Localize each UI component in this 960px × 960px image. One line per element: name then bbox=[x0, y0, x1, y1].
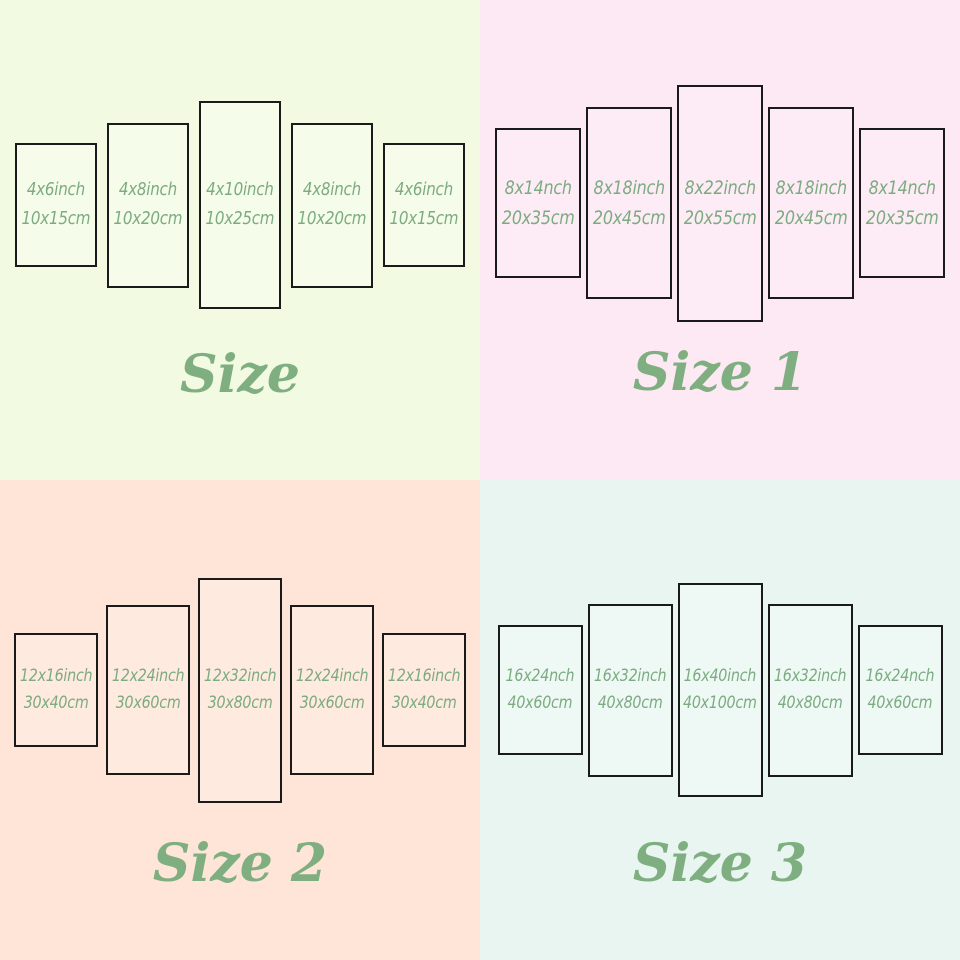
panel-size-label: 12x16inch 30x40cm bbox=[387, 663, 461, 717]
panel-size-inch: 12x24inch bbox=[295, 665, 369, 686]
size-title: Size 2 bbox=[152, 833, 328, 894]
panel-size-cm: 40x80cm bbox=[597, 693, 663, 713]
panel-size-label: 12x16inch 30x40cm bbox=[19, 663, 93, 717]
quadrant-size-2: 12x16inch 30x40cm 12x24inch 30x60cm 12x3… bbox=[0, 480, 480, 960]
panel-size-label: 16x24nch 40x60cm bbox=[866, 663, 935, 717]
panel-size-inch: 8x14nch bbox=[504, 176, 572, 199]
panel-size-cm: 10x15cm bbox=[389, 208, 459, 229]
panel-size-label: 4x8inch 10x20cm bbox=[298, 176, 367, 234]
panel-size-label: 8x14nch 20x35cm bbox=[866, 173, 939, 234]
panel-size-cm: 30x60cm bbox=[115, 693, 181, 713]
panel-size-inch: 8x22inch bbox=[684, 176, 756, 199]
panel-size-label: 16x32inch 40x80cm bbox=[773, 663, 847, 717]
panel-size-cm: 20x35cm bbox=[501, 207, 575, 229]
canvas-panel: 12x16inch 30x40cm bbox=[382, 633, 466, 747]
canvas-panel: 16x24nch 40x60cm bbox=[497, 625, 583, 755]
panel-size-label: 16x32inch 40x80cm bbox=[593, 663, 667, 717]
panel-size-inch: 4x8inch bbox=[302, 179, 362, 201]
panel-size-cm: 10x20cm bbox=[113, 208, 183, 229]
panel-size-inch: 16x24nch bbox=[865, 665, 935, 686]
panel-size-label: 4x10inch 10x25cm bbox=[206, 176, 275, 234]
quadrant-size-3: 16x24nch 40x60cm 16x32inch 40x80cm 16x40… bbox=[480, 480, 960, 960]
panel-size-inch: 16x32inch bbox=[593, 665, 667, 686]
panel-size-cm: 10x15cm bbox=[21, 208, 91, 229]
panel-group: 4x6inch 10x15cm 4x8inch 10x20cm 4x10inch… bbox=[0, 0, 480, 410]
panel-size-label: 8x22inch 20x55cm bbox=[684, 173, 757, 234]
panel-size-inch: 8x18inch bbox=[593, 176, 665, 199]
quadrant-size: 4x6inch 10x15cm 4x8inch 10x20cm 4x10inch… bbox=[0, 0, 480, 480]
canvas-panel: 16x32inch 40x80cm bbox=[767, 603, 853, 777]
panel-size-label: 4x6inch 10x15cm bbox=[22, 176, 91, 234]
panel-size-cm: 40x60cm bbox=[867, 693, 933, 713]
panel-size-inch: 8x14nch bbox=[868, 176, 936, 199]
panel-size-cm: 20x45cm bbox=[592, 207, 666, 229]
panel-size-label: 16x40inch 40x100cm bbox=[683, 663, 757, 717]
canvas-panel: 4x6inch 10x15cm bbox=[15, 143, 97, 267]
panel-size-cm: 30x40cm bbox=[391, 693, 457, 713]
panel-size-inch: 4x10inch bbox=[206, 179, 274, 201]
panel-group: 16x24nch 40x60cm 16x32inch 40x80cm 16x40… bbox=[480, 480, 960, 900]
canvas-panel: 4x8inch 10x20cm bbox=[107, 122, 189, 288]
panel-size-label: 16x24nch 40x60cm bbox=[506, 663, 575, 717]
size-title: Size bbox=[180, 344, 300, 405]
canvas-panel: 4x6inch 10x15cm bbox=[383, 143, 465, 267]
canvas-panel: 8x22inch 20x55cm bbox=[677, 84, 763, 322]
canvas-panel: 16x40inch 40x100cm bbox=[677, 583, 763, 797]
panel-size-label: 12x32inch 30x80cm bbox=[203, 663, 277, 717]
panel-size-cm: 30x40cm bbox=[23, 693, 89, 713]
canvas-panel: 4x10inch 10x25cm bbox=[199, 101, 281, 309]
canvas-panel: 16x32inch 40x80cm bbox=[587, 603, 673, 777]
panel-size-label: 8x14nch 20x35cm bbox=[502, 173, 575, 234]
size-title: Size 3 bbox=[632, 833, 808, 894]
canvas-panel: 8x14nch 20x35cm bbox=[859, 128, 945, 278]
panel-size-inch: 16x32inch bbox=[773, 665, 847, 686]
panel-group: 12x16inch 30x40cm 12x24inch 30x60cm 12x3… bbox=[0, 480, 480, 900]
canvas-panel: 12x24inch 30x60cm bbox=[290, 605, 374, 775]
panel-size-inch: 4x6inch bbox=[394, 179, 454, 201]
panel-size-inch: 12x24inch bbox=[111, 665, 185, 686]
size-title: Size 1 bbox=[632, 342, 808, 403]
panel-size-cm: 20x35cm bbox=[865, 207, 939, 229]
panel-size-inch: 12x16inch bbox=[387, 665, 461, 686]
canvas-panel: 12x32inch 30x80cm bbox=[198, 577, 282, 803]
panel-size-cm: 40x80cm bbox=[777, 693, 843, 713]
panel-size-label: 8x18inch 20x45cm bbox=[775, 173, 848, 234]
quadrant-size-1: 8x14nch 20x35cm 8x18inch 20x45cm 8x22inc… bbox=[480, 0, 960, 480]
panel-size-inch: 4x6inch bbox=[26, 179, 86, 201]
canvas-panel: 8x18inch 20x45cm bbox=[768, 107, 854, 299]
panel-size-inch: 12x16inch bbox=[19, 665, 93, 686]
panel-size-label: 4x8inch 10x20cm bbox=[114, 176, 183, 234]
panel-size-cm: 40x100cm bbox=[683, 693, 757, 713]
canvas-panel: 8x18inch 20x45cm bbox=[586, 107, 672, 299]
panel-size-label: 12x24inch 30x60cm bbox=[295, 663, 369, 717]
panel-size-cm: 40x60cm bbox=[507, 693, 573, 713]
canvas-panel: 4x8inch 10x20cm bbox=[291, 122, 373, 288]
panel-size-cm: 10x25cm bbox=[205, 208, 275, 229]
panel-size-cm: 30x80cm bbox=[207, 693, 273, 713]
panel-size-inch: 8x18inch bbox=[775, 176, 847, 199]
canvas-panel: 8x14nch 20x35cm bbox=[495, 128, 581, 278]
panel-size-inch: 12x32inch bbox=[203, 665, 277, 686]
panel-size-cm: 30x60cm bbox=[299, 693, 365, 713]
panel-size-cm: 20x45cm bbox=[774, 207, 848, 229]
panel-size-cm: 20x55cm bbox=[683, 207, 757, 229]
panel-size-label: 8x18inch 20x45cm bbox=[593, 173, 666, 234]
panel-size-inch: 16x24nch bbox=[505, 665, 575, 686]
panel-size-label: 12x24inch 30x60cm bbox=[111, 663, 185, 717]
canvas-panel: 16x24nch 40x60cm bbox=[857, 625, 943, 755]
canvas-panel: 12x24inch 30x60cm bbox=[106, 605, 190, 775]
panel-size-inch: 16x40inch bbox=[683, 665, 757, 686]
panel-group: 8x14nch 20x35cm 8x18inch 20x45cm 8x22inc… bbox=[480, 0, 960, 406]
panel-size-label: 4x6inch 10x15cm bbox=[390, 176, 459, 234]
panel-size-cm: 10x20cm bbox=[297, 208, 367, 229]
canvas-panel: 12x16inch 30x40cm bbox=[14, 633, 98, 747]
panel-size-inch: 4x8inch bbox=[118, 179, 178, 201]
